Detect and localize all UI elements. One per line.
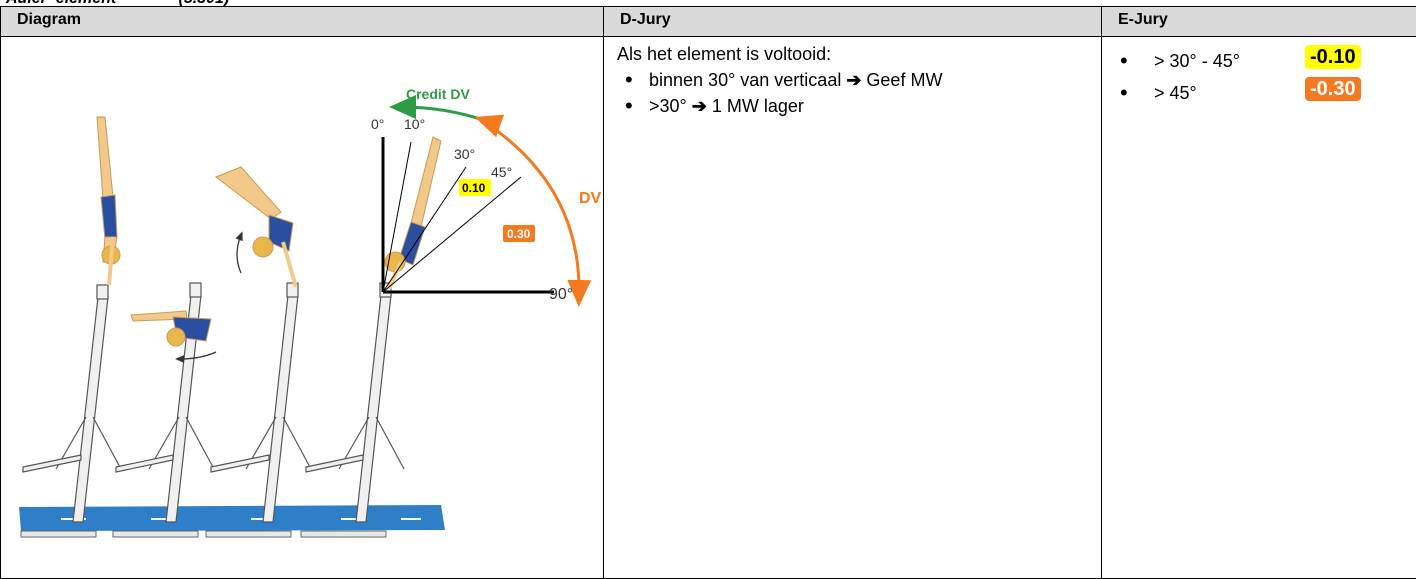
e-jury-item: > 45° <box>1118 77 1416 109</box>
gymnastics-diagram: Credit DV DV lower 0° 10° 30° 45° 90° 0.… <box>19 86 604 538</box>
dv-lower-label: DV lower <box>579 190 604 207</box>
rotation-arrow-2 <box>175 351 217 363</box>
content-row: Credit DV DV lower 0° 10° 30° 45° 90° 0.… <box>0 36 1416 579</box>
angle-30: 30° <box>454 146 475 162</box>
badge-010: 0.10 <box>462 181 486 195</box>
angle-45: 45° <box>491 164 512 180</box>
credit-arc <box>389 95 505 138</box>
deduction-badge: -0.10 <box>1305 45 1361 69</box>
gymnast-4 <box>384 136 442 290</box>
badge-030: 0.30 <box>507 227 531 241</box>
deduction-badge: -0.30 <box>1305 77 1361 101</box>
arrow-right-icon: ➔ <box>846 70 862 90</box>
floor-mat <box>19 505 445 531</box>
d-jury-intro: Als het element is voltooid: <box>617 44 832 64</box>
bar-stand-4 <box>305 282 405 523</box>
credit-dv-label: Credit DV <box>406 86 470 102</box>
d-jury-item: binnen 30° van verticaal ➔ Geef MW <box>617 67 1101 93</box>
angle-90: 90° <box>549 286 573 303</box>
angle-lines <box>381 137 554 294</box>
bar-stand-3 <box>210 282 312 523</box>
lower-arc <box>485 121 592 307</box>
e-jury-cell: > 30° - 45° > 45° -0.10 -0.30 <box>1101 36 1416 579</box>
bar-stand-2 <box>115 282 215 523</box>
gymnast-1 <box>96 116 121 286</box>
d-jury-list: binnen 30° van verticaal ➔ Geef MW >30° … <box>617 67 1101 119</box>
angle-0: 0° <box>371 116 384 132</box>
page-heading: Auler element (5.301) <box>6 0 229 8</box>
header-e-jury: E-Jury <box>1101 6 1416 37</box>
e-jury-item: > 30° - 45° <box>1118 45 1416 77</box>
header-diagram: Diagram <box>0 6 604 37</box>
header-row: Diagram D-Jury E-Jury <box>0 6 1416 37</box>
diagram-cell: Credit DV DV lower 0° 10° 30° 45° 90° 0.… <box>0 36 604 579</box>
rules-table: Diagram D-Jury E-Jury <box>0 6 1416 579</box>
e-jury-list: > 30° - 45° > 45° <box>1118 45 1416 109</box>
badge-030-bg <box>503 225 535 242</box>
arrow-right-icon: ➔ <box>691 96 707 116</box>
angle-10: 10° <box>404 116 425 132</box>
rotation-arrow-3 <box>235 231 243 274</box>
gymnast-2 <box>130 310 212 347</box>
gymnast-3 <box>214 166 298 288</box>
bar-stand-1 <box>22 284 122 523</box>
badge-010-bg <box>459 179 491 196</box>
d-jury-item: >30° ➔ 1 MW lager <box>617 93 1101 119</box>
d-jury-cell: Als het element is voltooid: binnen 30° … <box>603 36 1102 579</box>
header-d-jury: D-Jury <box>603 6 1102 37</box>
